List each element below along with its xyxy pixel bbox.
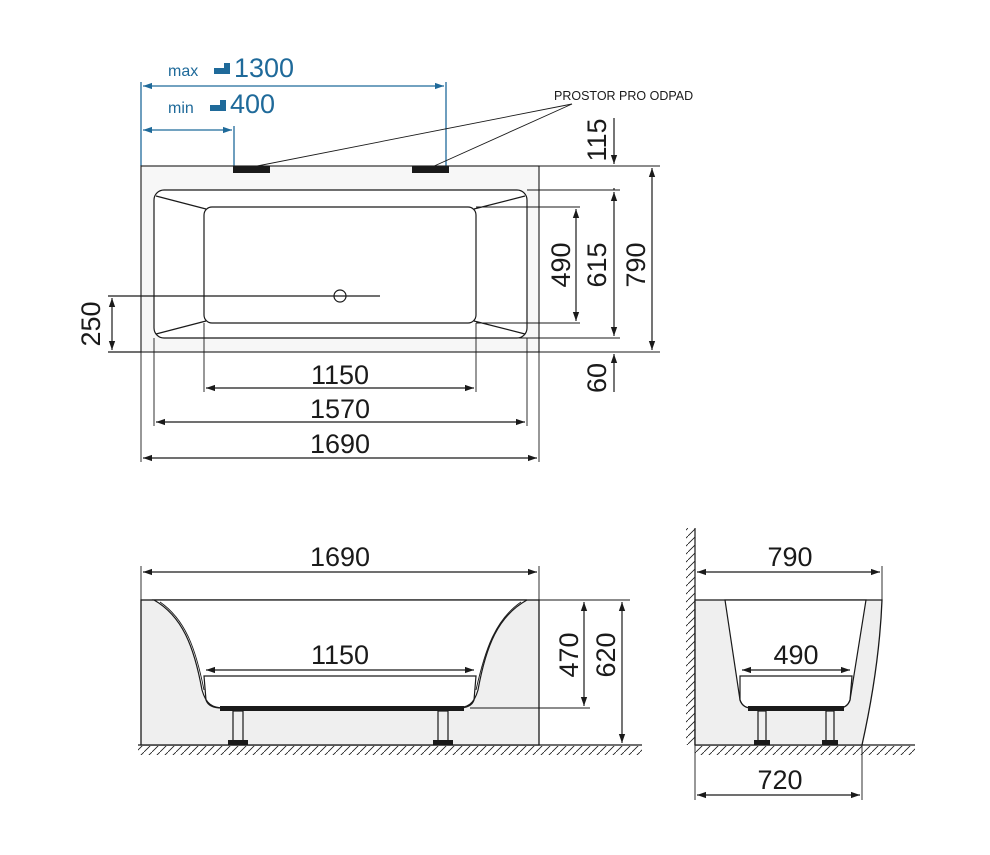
top-view: max 1300 min 400 PROSTOR PRO ODPAD <box>76 53 693 462</box>
waste-space-note: PROSTOR PRO ODPAD <box>554 89 693 103</box>
max-label: max <box>168 63 198 80</box>
dim-490: 490 <box>546 242 576 287</box>
dim-790-side: 790 <box>767 542 812 572</box>
dim-790-top: 790 <box>621 242 651 287</box>
dim-1570: 1570 <box>310 394 370 424</box>
dim-720: 720 <box>757 765 802 795</box>
dim-490-side: 490 <box>773 640 818 670</box>
dim-60: 60 <box>582 363 612 393</box>
dim-115: 115 <box>582 118 612 161</box>
front-view: 1690 1150 470 620 <box>138 542 642 755</box>
dim-1150-top: 1150 <box>311 360 369 390</box>
dim-1150-front: 1150 <box>311 640 369 670</box>
tap-distance-dimensions: max 1300 min 400 <box>140 53 447 166</box>
tub-floor-outline <box>203 206 477 324</box>
tap-hole-right <box>412 166 449 173</box>
dim-250: 250 <box>76 301 106 346</box>
dim-615: 615 <box>582 242 612 287</box>
tap-hole-left <box>233 166 270 173</box>
dim-620: 620 <box>591 632 621 677</box>
dim-1690-top: 1690 <box>310 429 370 459</box>
waste-leader-right <box>431 103 573 168</box>
tap-icon-max <box>214 63 230 74</box>
min-label: min <box>168 100 194 117</box>
max-value: 1300 <box>234 53 294 83</box>
side-view: 790 490 720 <box>686 528 915 800</box>
waste-leader-left <box>251 103 573 168</box>
dim-1690-front: 1690 <box>310 542 370 572</box>
tap-icon-min <box>210 100 226 111</box>
dim-470: 470 <box>554 632 584 677</box>
min-value: 400 <box>230 89 275 119</box>
